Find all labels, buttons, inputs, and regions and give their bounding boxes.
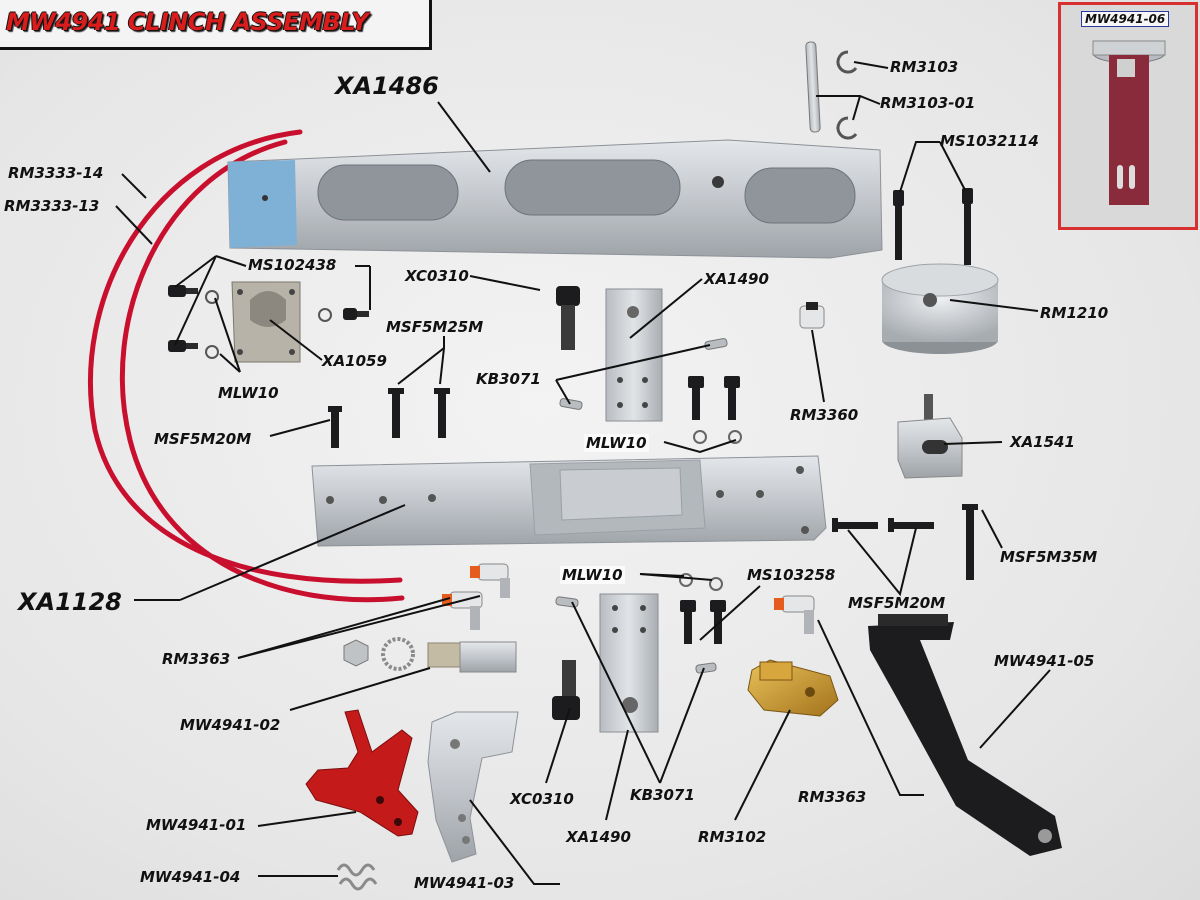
inset-label: MW4941-06: [1081, 11, 1170, 27]
part-ms102438-screws: [168, 285, 369, 359]
inset-photo-mw4941-06: MW4941-06: [1058, 2, 1198, 230]
title-banner: MW4941 CLINCH ASSEMBLY: [0, 0, 432, 50]
part-xa1490-top: [605, 288, 663, 422]
part-rm3360: [799, 302, 825, 329]
label-rm3333-14: RM3333-14: [8, 164, 104, 182]
label-xa1486: XA1486: [335, 72, 439, 100]
label-xa1490-bottom: XA1490: [566, 828, 631, 846]
part-xa1128: [311, 455, 827, 547]
tube-rm3333: [88, 129, 405, 603]
part-rm3103-pin: [805, 41, 858, 140]
label-mw4941-02: MW4941-02: [180, 716, 281, 734]
label-mw4941-04: MW4941-04: [140, 868, 241, 886]
label-xa1059: XA1059: [322, 352, 387, 370]
part-xa1486: [227, 139, 883, 259]
part-rm3363-fittings: [442, 563, 815, 634]
label-rm3363-left: RM3363: [162, 650, 231, 668]
part-cap-screws-upper: [688, 376, 742, 444]
label-kb3071-top: KB3071: [476, 370, 541, 388]
part-xa1059: [231, 281, 301, 363]
label-ms102438: MS102438: [248, 256, 337, 274]
label-xa1541: XA1541: [1010, 433, 1075, 451]
label-rm3363-right: RM3363: [798, 788, 867, 806]
label-mw4941-03: MW4941-03: [414, 874, 515, 892]
label-mw4941-05: MW4941-05: [994, 652, 1095, 670]
page-title: MW4941 CLINCH ASSEMBLY: [6, 8, 369, 36]
label-ms103258: MS103258: [747, 566, 836, 584]
leader-lines: [115, 61, 1051, 885]
label-mlw10-low: MLW10: [560, 566, 625, 584]
label-rm3103: RM3103: [890, 58, 959, 76]
part-mw4941-02: [343, 637, 517, 673]
part-xa1490-bottom: [599, 593, 659, 733]
part-mw4941-05: [868, 614, 1062, 856]
part-cap-screws-lower: [680, 600, 726, 644]
label-rm3333-13: RM3333-13: [4, 197, 100, 215]
label-xc0310-top: XC0310: [405, 267, 469, 285]
part-mw4941-03: [427, 711, 519, 863]
part-xc0310-top: [556, 286, 580, 350]
part-mlw10-lower: [679, 573, 723, 591]
label-mlw10-mid: MLW10: [584, 434, 649, 452]
part-msf5m-screws-right: [832, 504, 978, 580]
inset-artwork: [1092, 40, 1166, 205]
label-xa1490-top: XA1490: [704, 270, 769, 288]
label-mw4941-01: MW4941-01: [146, 816, 247, 834]
part-rm3102: [747, 659, 839, 717]
label-msf5m20m-right: MSF5M20M: [848, 594, 946, 612]
label-xc0310-bottom: XC0310: [510, 790, 574, 808]
part-xa1541: [897, 394, 963, 479]
part-kb3071-bottom: [555, 596, 717, 674]
label-msf5m20m-left: MSF5M20M: [154, 430, 252, 448]
label-msf5m35m: MSF5M35M: [1000, 548, 1098, 566]
label-rm3102: RM3102: [698, 828, 767, 846]
part-kb3071-top: [559, 338, 728, 410]
part-xc0310-bottom: [552, 660, 580, 720]
part-rm1210: [881, 263, 999, 354]
label-mlw10-left: MLW10: [218, 384, 279, 402]
label-ms1032114: MS1032114: [940, 132, 1039, 150]
label-rm3360: RM3360: [790, 406, 859, 424]
part-ms1032114-screws: [893, 188, 973, 265]
label-kb3071-bottom: KB3071: [630, 786, 695, 804]
label-msf5m25m: MSF5M25M: [386, 318, 484, 336]
part-mw4941-04: [336, 863, 378, 891]
part-msf5m-screws-left: [328, 388, 450, 448]
label-xa1128: XA1128: [18, 588, 122, 616]
label-rm3103-01: RM3103-01: [880, 94, 976, 112]
part-mw4941-01: [305, 709, 419, 837]
label-rm1210: RM1210: [1040, 304, 1109, 322]
